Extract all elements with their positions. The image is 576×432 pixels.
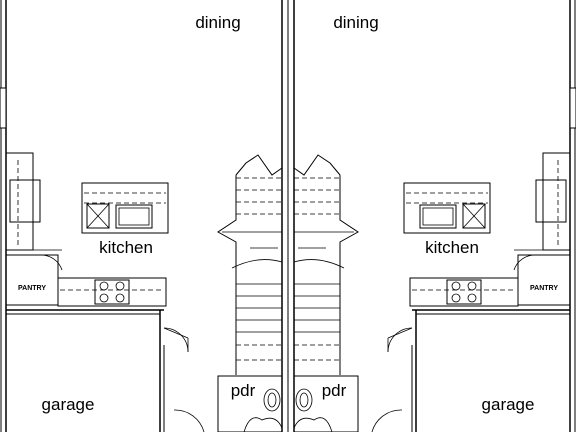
right-wall-cabinets [514,152,571,251]
left-unit: kitchen PANTRY garage [5,152,189,432]
powder-rooms: pdr pdr [173,375,403,432]
left-kitchen-island [81,182,169,234]
left-garage-wall [6,309,189,432]
pantry-label-right: PANTRY [530,285,558,292]
left-pantry: PANTRY [5,254,63,306]
garage-label-right: garage [482,395,535,414]
stair-treads [222,177,354,361]
kitchen-label-right: kitchen [425,238,479,257]
pantry-label-left: PANTRY [18,285,46,292]
kitchen-label-left: kitchen [99,238,153,257]
pdr-label-left: pdr [231,381,256,400]
stairs [217,154,359,375]
right-unit: kitchen PANTRY garage [387,152,571,432]
party-wall [281,0,295,432]
right-kitchen-island [403,182,491,234]
garage-label-left: garage [42,395,95,414]
right-garage-wall [387,309,570,432]
left-counter [57,277,167,307]
right-pantry: PANTRY [513,254,571,306]
pdr-label-right: pdr [322,381,347,400]
dining-label-right: dining [333,13,378,32]
left-wall-cabinets [5,152,62,251]
right-counter [409,277,519,307]
dining-label-left: dining [195,13,240,32]
